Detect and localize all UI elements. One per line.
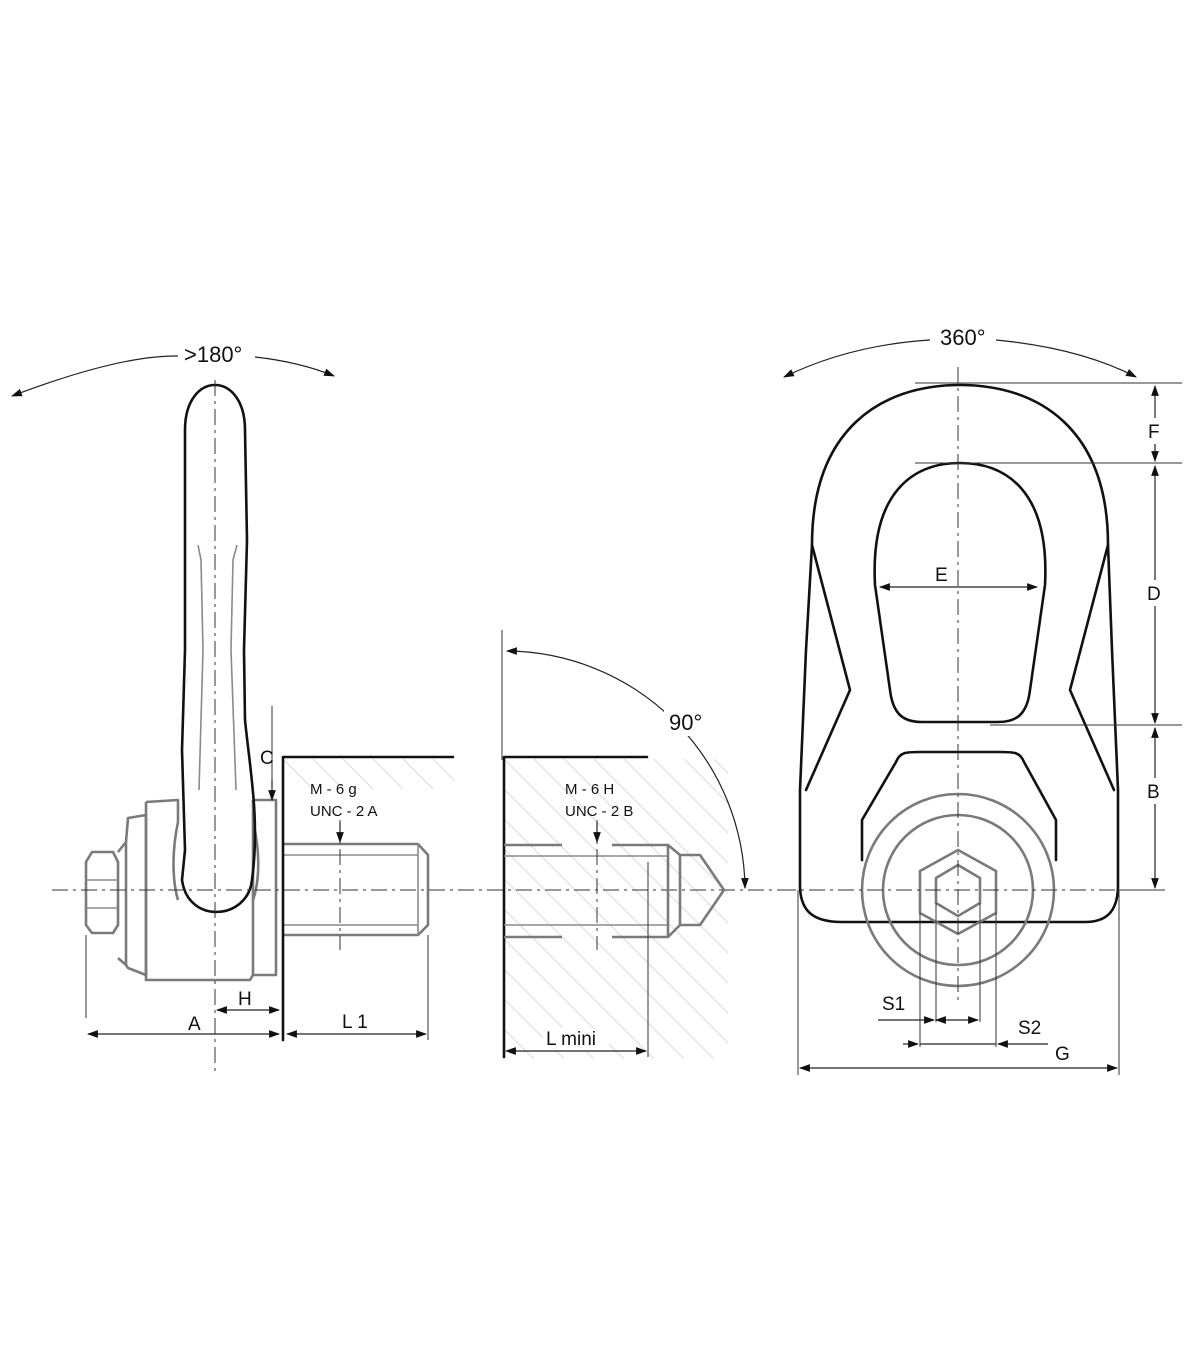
front-view: 360° F D B E G S1 S2	[780, 325, 1182, 1075]
mounting-surface-hatching	[283, 759, 456, 790]
bolt-thread	[283, 842, 430, 937]
bolt-thread-metric: M - 6 g	[310, 781, 357, 798]
dim-label-c: C	[260, 748, 274, 769]
dim-label-s2: S2	[1018, 1018, 1041, 1039]
side-view: >180° C A H L 1 M - 6 g UNC - 2 A	[10, 342, 780, 1075]
threaded-hole-view: 90° L mini M - 6 H UNC - 2 B	[501, 630, 749, 1059]
angle-label-side: >180°	[184, 342, 242, 367]
dim-label-f: F	[1148, 422, 1160, 443]
ring-outer-profile	[798, 383, 1120, 924]
dim-label-g: G	[1055, 1044, 1070, 1065]
angle-label-90: 90°	[669, 710, 702, 735]
hex-socket-inner	[934, 863, 982, 918]
hex-nut	[84, 850, 120, 935]
lower-bracket	[860, 750, 1058, 862]
angle-arrow-side	[10, 355, 179, 397]
ring-side-profile	[180, 383, 257, 914]
bolt-thread-unc: UNC - 2 A	[310, 803, 378, 820]
angle-label-top: 360°	[940, 325, 986, 350]
dim-label-h: H	[238, 989, 252, 1010]
dim-label-d: D	[1147, 584, 1161, 605]
dim-label-lmini: L mini	[546, 1029, 596, 1050]
dim-label-a: A	[188, 1014, 201, 1035]
dim-label-l1: L 1	[342, 1012, 368, 1033]
dim-label-e: E	[935, 565, 948, 586]
tapped-hole	[504, 843, 726, 939]
hole-part-surface	[502, 755, 649, 1059]
collar	[124, 813, 148, 977]
mounting-surface	[281, 755, 455, 1042]
washer	[116, 840, 128, 967]
ring-inner-window	[873, 461, 1047, 724]
hole-thread-unc: UNC - 2 B	[565, 803, 633, 820]
angle-arc-90	[505, 647, 749, 890]
dim-label-s1: S1	[882, 994, 905, 1015]
hole-thread-metric: M - 6 H	[565, 781, 614, 798]
angle-arrow-top	[783, 339, 931, 378]
dim-label-b: B	[1147, 782, 1160, 803]
